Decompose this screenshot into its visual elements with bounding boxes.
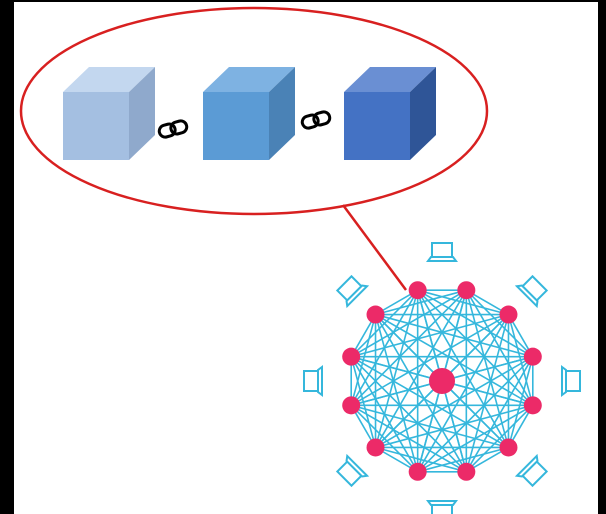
block-top-face bbox=[203, 67, 295, 92]
block-side-face bbox=[269, 67, 295, 160]
network-spoke bbox=[416, 289, 443, 382]
block-chain bbox=[63, 67, 436, 160]
network-spoke bbox=[374, 380, 443, 449]
laptop-icon bbox=[561, 365, 581, 397]
laptop-base bbox=[426, 500, 458, 506]
network-edge bbox=[417, 289, 509, 316]
laptop-base bbox=[317, 365, 323, 397]
peer-node bbox=[499, 438, 518, 457]
laptop-base bbox=[426, 256, 458, 262]
laptop-screen bbox=[431, 504, 453, 514]
laptop-icon bbox=[514, 274, 549, 309]
block-top-face bbox=[63, 67, 155, 92]
block-side-face bbox=[410, 67, 436, 160]
laptop-icon bbox=[335, 274, 370, 309]
network-edge bbox=[417, 289, 534, 358]
block-cube bbox=[203, 67, 295, 160]
network-edge bbox=[375, 355, 534, 449]
callout-connector bbox=[341, 204, 408, 291]
peer-node bbox=[499, 305, 518, 324]
chain-link-icon bbox=[300, 110, 332, 130]
link-loop-left bbox=[157, 122, 177, 139]
network-spoke bbox=[441, 380, 468, 473]
network-edge bbox=[350, 313, 509, 407]
peer-node bbox=[523, 396, 542, 415]
network-spoke bbox=[374, 313, 443, 382]
network-edge bbox=[375, 313, 534, 407]
block-cube bbox=[63, 67, 155, 160]
network-edges bbox=[350, 289, 534, 473]
laptop-base bbox=[345, 284, 370, 309]
hub-node bbox=[429, 368, 455, 394]
network-edge bbox=[374, 289, 468, 448]
network-spoke bbox=[441, 355, 534, 382]
chain-link-icon bbox=[157, 119, 189, 139]
peer-node bbox=[408, 462, 427, 481]
network-edge bbox=[374, 314, 468, 473]
laptop-icon bbox=[303, 365, 323, 397]
peer-node bbox=[366, 305, 385, 324]
network-nodes bbox=[342, 281, 542, 481]
network-devices bbox=[303, 242, 581, 514]
laptop-icon bbox=[426, 500, 458, 514]
laptop-base bbox=[514, 453, 539, 478]
peer-node bbox=[366, 438, 385, 457]
network-edge bbox=[416, 314, 510, 473]
laptop-screen bbox=[431, 242, 453, 258]
network-edge bbox=[350, 289, 419, 406]
block-top-face bbox=[344, 67, 436, 92]
peer-node bbox=[342, 347, 361, 366]
network-spoke bbox=[350, 355, 443, 382]
block-side-face bbox=[129, 67, 155, 160]
laptop-screen bbox=[303, 370, 319, 392]
laptop-base bbox=[345, 453, 370, 478]
block-front-face bbox=[203, 92, 269, 160]
network-spoke bbox=[416, 380, 443, 473]
link-loop-right bbox=[312, 110, 332, 127]
network-edge bbox=[417, 289, 534, 406]
laptop-base bbox=[561, 365, 567, 397]
laptop-icon bbox=[335, 453, 370, 488]
network-spoke bbox=[441, 380, 534, 407]
peer-node bbox=[342, 396, 361, 415]
network-edge bbox=[350, 355, 509, 449]
network-edge bbox=[416, 289, 510, 448]
network-spoke bbox=[441, 380, 510, 449]
block-front-face bbox=[63, 92, 129, 160]
laptop-icon bbox=[426, 242, 458, 262]
blockchain-callout-ellipse bbox=[19, 6, 489, 216]
block-front-face bbox=[344, 92, 410, 160]
block-cube bbox=[344, 67, 436, 160]
laptop-screen bbox=[565, 370, 581, 392]
peer-node bbox=[408, 281, 427, 300]
link-loop-left bbox=[300, 113, 320, 130]
network-spoke bbox=[350, 380, 443, 407]
peer-node bbox=[523, 347, 542, 366]
link-loop-right bbox=[169, 119, 189, 136]
peer-network bbox=[303, 242, 581, 514]
laptop-icon bbox=[514, 453, 549, 488]
peer-node bbox=[457, 281, 476, 300]
peer-node bbox=[457, 462, 476, 481]
network-edge bbox=[375, 313, 534, 358]
chain-links bbox=[157, 110, 332, 139]
laptop-base bbox=[514, 284, 539, 309]
